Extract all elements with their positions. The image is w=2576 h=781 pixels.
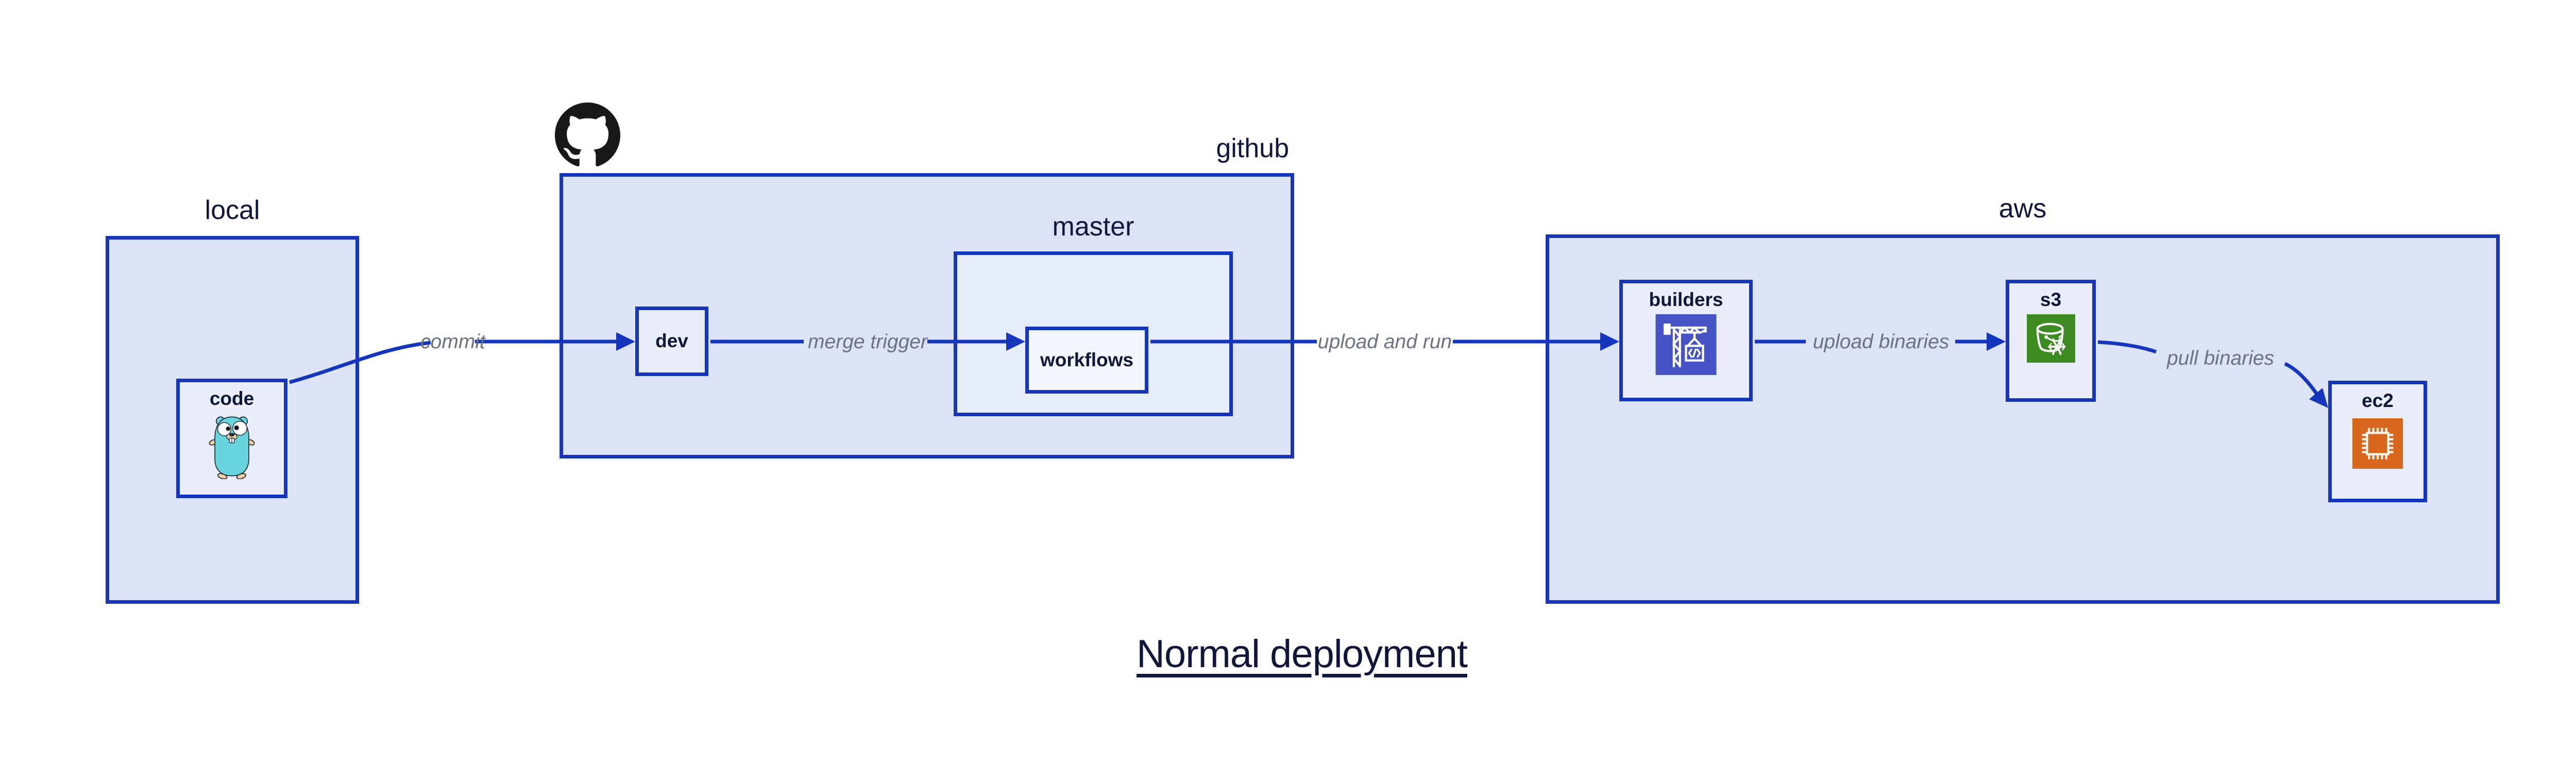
node-code: code <box>176 379 287 498</box>
diagram-title: Normal deployment <box>1137 632 1468 676</box>
go-gopher-icon <box>209 416 255 480</box>
s3-glacier-bucket-icon <box>2026 314 2075 363</box>
edge-label-commit: commit <box>420 331 485 353</box>
github-octocat-icon <box>555 103 620 166</box>
aws-group-label: aws <box>1998 194 2047 224</box>
node-builders: builders <box>1619 280 1753 401</box>
node-workflows: workflows <box>1025 327 1148 394</box>
edge-label-upload-and-run: upload and run <box>1317 331 1452 353</box>
master-group-label: master <box>1052 212 1134 242</box>
node-ec2-label: ec2 <box>2362 390 2394 411</box>
node-s3-label: s3 <box>2040 289 2062 310</box>
codebuild-crane-icon <box>1655 314 1717 376</box>
edge-label-merge-trigger: merge trigger <box>808 331 927 353</box>
edge-label-pull-binaries: pull binaries <box>2166 347 2275 369</box>
github-group-label: github <box>1216 133 1289 163</box>
node-ec2: ec2 <box>2328 381 2427 502</box>
node-s3: s3 <box>2006 280 2096 402</box>
ec2-chip-icon <box>2352 418 2403 469</box>
edge-label-upload-binaries: upload binaries <box>1812 331 1950 353</box>
node-dev: dev <box>635 307 708 376</box>
local-group-label: local <box>205 195 260 225</box>
node-code-label: code <box>209 388 255 409</box>
node-dev-label: dev <box>655 330 688 352</box>
node-builders-label: builders <box>1649 289 1723 310</box>
node-workflows-label: workflows <box>1040 349 1133 370</box>
